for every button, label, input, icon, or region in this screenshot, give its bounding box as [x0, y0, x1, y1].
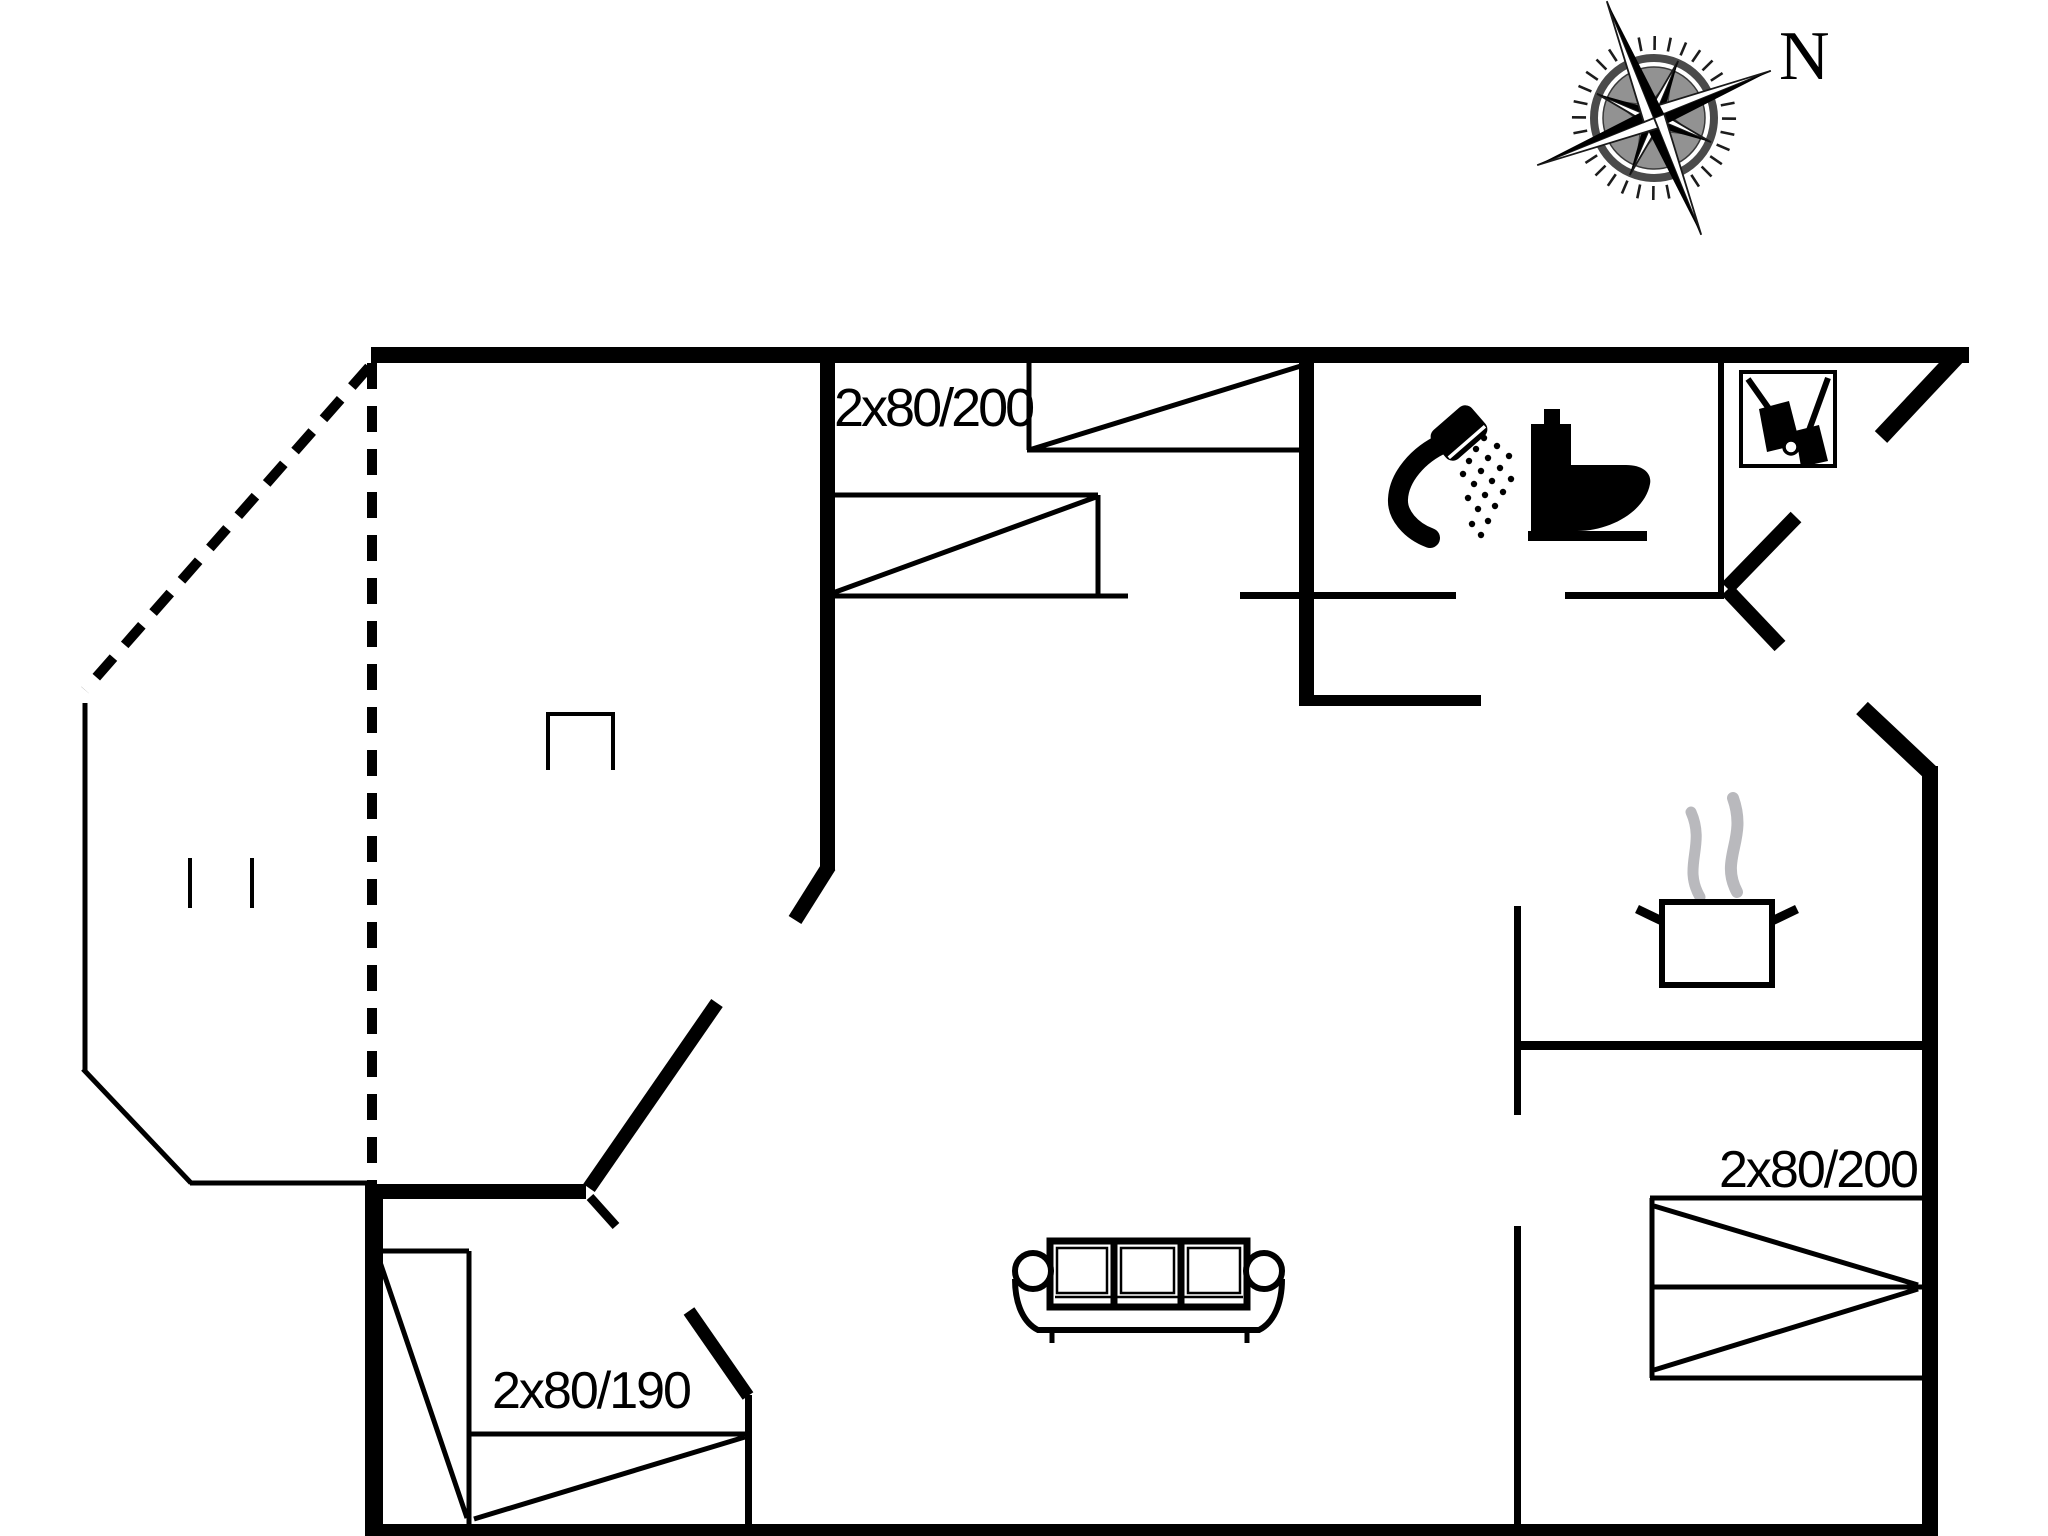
svg-text:N: N [1779, 18, 1830, 95]
svg-text:2x80/200: 2x80/200 [834, 378, 1033, 438]
svg-text:2x80/200: 2x80/200 [1719, 1141, 1917, 1199]
svg-text:2x80/190: 2x80/190 [492, 1362, 690, 1420]
